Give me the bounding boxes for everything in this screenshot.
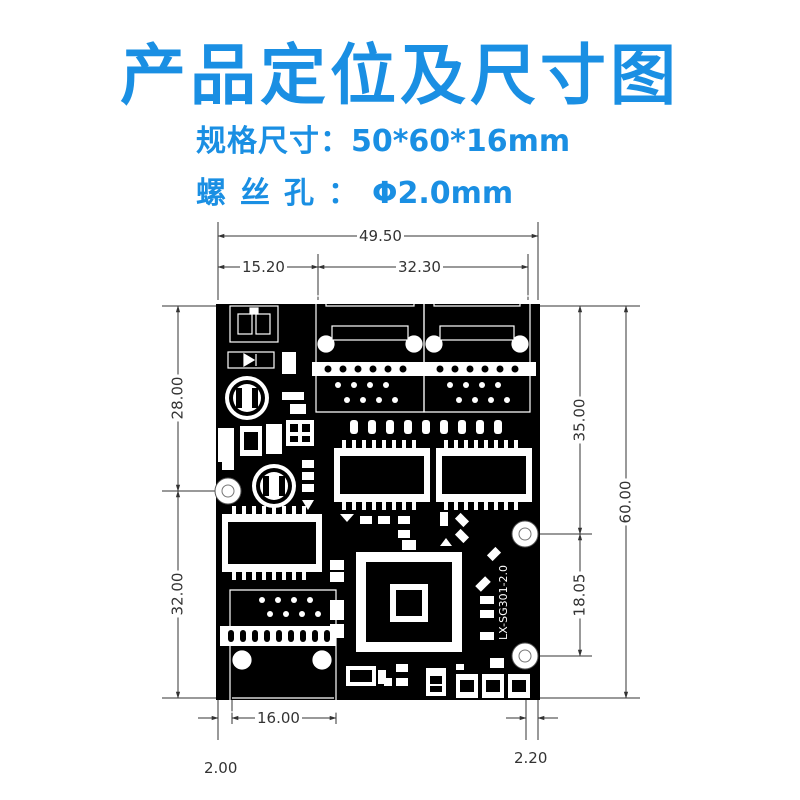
transformer-2 [436, 440, 532, 510]
dim-total-height: 60.00 [616, 478, 635, 526]
spec-hole-label: 螺丝孔： [196, 176, 372, 211]
capacitor-1 [225, 376, 269, 420]
transformer-1 [334, 440, 430, 510]
jack-pins-top [323, 364, 520, 374]
dim-right-lower: 18.05 [570, 571, 589, 619]
page-title: 产品定位及尺寸图 [120, 37, 680, 114]
resistor-row [350, 420, 502, 434]
dim-jack-span: 32.30 [396, 258, 443, 276]
diode [227, 351, 275, 369]
pcb-board: LX-SG301-2.0 [214, 295, 540, 713]
dim-right-upper: 35.00 [570, 396, 589, 444]
main-chip [356, 552, 462, 652]
power-terminal [229, 305, 279, 343]
board-label: LX-SG301-2.0 [497, 565, 510, 640]
spec-screw-hole: 螺丝孔：Φ2.0mm [196, 168, 513, 212]
dim-upper-height: 28.00 [168, 374, 187, 422]
jack-pins-top-lower [335, 382, 510, 403]
capacitor-2 [252, 464, 296, 508]
smd-component [282, 352, 296, 374]
dim-overall-width: 49.50 [357, 227, 404, 245]
dim-bottom-right: 2.20 [512, 749, 550, 767]
jack-pins-bottom [228, 630, 330, 642]
dim-lower-height: 32.00 [168, 570, 187, 618]
transformer-3 [222, 506, 322, 580]
spec-hole-value: Φ2.0mm [372, 176, 514, 211]
dim-left-offset: 15.20 [240, 258, 287, 276]
spec-size: 规格尺寸：50*60*16mm [196, 116, 570, 160]
spec-size-value: 50*60*16mm [351, 124, 571, 159]
dim-bottom-left: 2.00 [202, 759, 240, 777]
spec-size-label: 规格尺寸： [196, 124, 351, 159]
dim-bottom-jack: 16.00 [255, 709, 302, 727]
